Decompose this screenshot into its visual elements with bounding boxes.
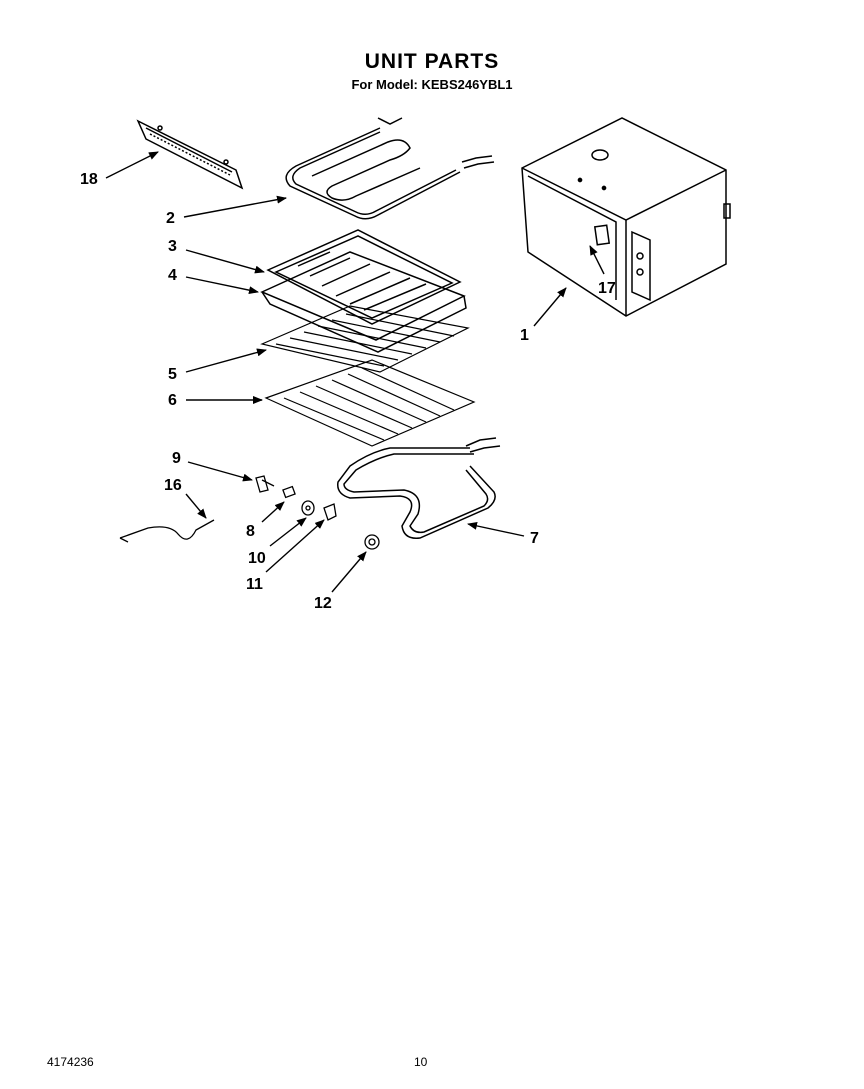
model-subtitle: For Model: KEBS246YBL1	[351, 77, 513, 92]
broiler-grid-part-3	[266, 229, 462, 325]
page-number: 10	[414, 1055, 428, 1069]
broil-element-part-2	[285, 117, 495, 220]
leader-arrows	[105, 151, 605, 593]
callout-4: 4	[168, 267, 177, 284]
bracket-part-17	[136, 119, 244, 190]
callout-17: 18	[80, 171, 98, 188]
oven-cavity-part-1	[521, 117, 731, 317]
callout-10: 10	[248, 550, 266, 567]
callout-11: 11	[246, 576, 263, 593]
callout-9: 9	[172, 450, 181, 467]
callout-5: 5	[168, 366, 177, 383]
callout-12: 12	[314, 595, 332, 612]
callout-8: 8	[246, 523, 255, 540]
callout-1: 1	[520, 327, 529, 344]
bake-element-part-7	[337, 437, 501, 539]
broiler-pan-part-4	[260, 251, 467, 353]
callout-16: 16	[164, 477, 182, 494]
callout-7: 7	[530, 530, 539, 547]
page-title: UNIT PARTS	[364, 50, 500, 73]
callout-18: 17	[598, 280, 616, 297]
document-number: 4174236	[47, 1055, 94, 1069]
small-parts	[119, 475, 380, 550]
callout-2: 2	[166, 210, 175, 227]
callout-6: 6	[168, 392, 177, 409]
oven-rack-part-6	[264, 359, 476, 447]
callout-3: 3	[168, 238, 177, 255]
